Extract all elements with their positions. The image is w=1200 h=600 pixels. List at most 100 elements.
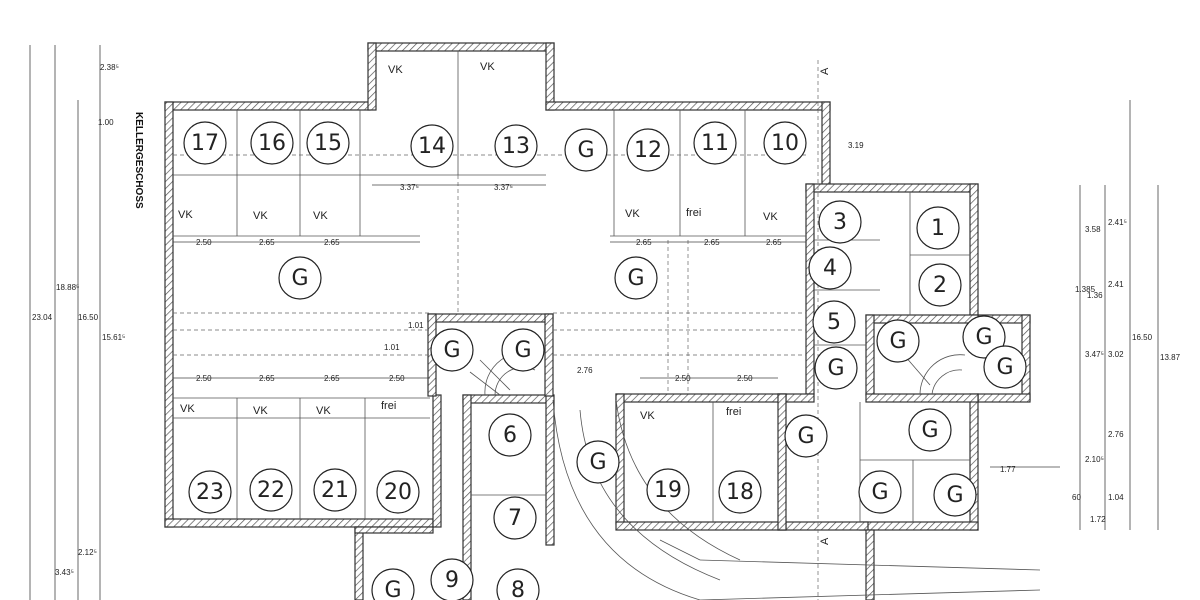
cellar-circle [376, 470, 420, 514]
cellar-marker: 8 [496, 568, 540, 600]
cellar-circle [818, 200, 862, 244]
cellar-marker: 2 [918, 263, 962, 307]
room-label: frei [381, 400, 396, 412]
cellar-circle [313, 468, 357, 512]
room-label: VK [180, 403, 195, 415]
cellar-marker: G [933, 473, 977, 517]
room-label: VK [313, 210, 328, 222]
dimension-label: 2.12⁵ [78, 548, 97, 557]
cellar-number: 2 [933, 273, 947, 298]
cellar-number: 6 [503, 423, 517, 448]
room-label: VK [640, 410, 655, 422]
dimension-label: 1.385 [1075, 285, 1096, 294]
cellar-circle [576, 440, 620, 484]
dimension-label: 1.72 [1090, 515, 1106, 524]
dimension-label: 2.10⁵ [1085, 455, 1104, 464]
cellar-circle [814, 346, 858, 390]
cellar-circle [183, 121, 227, 165]
cellar-number: 22 [257, 478, 285, 503]
dimension-label: 1.00 [98, 118, 114, 127]
cellar-circle [371, 568, 415, 600]
cellar-marker: 16 [250, 121, 294, 165]
dimension-label: 2.50 [675, 374, 691, 383]
dimension-label: 2.65 [636, 238, 652, 247]
cellar-circle [488, 413, 532, 457]
room-label: VK [253, 405, 268, 417]
cellar-number: G [921, 418, 938, 443]
cellar-number: G [797, 424, 814, 449]
dimension-label: 3.02 [1108, 350, 1124, 359]
cellar-number: G [589, 450, 606, 475]
cellar-circle [278, 256, 322, 300]
cellar-circle [306, 121, 350, 165]
cellar-number: 7 [508, 506, 522, 531]
dimension-label: 13.87 [1160, 353, 1181, 362]
dimension-label: 1.01 [384, 343, 400, 352]
cellar-circle [646, 468, 690, 512]
room-label: VK [480, 61, 495, 73]
cellar-number: 3 [833, 210, 847, 235]
cellar-number: 19 [654, 478, 682, 503]
cellar-marker: 19 [646, 468, 690, 512]
cellar-circle [908, 408, 952, 452]
dimension-label: 1.36 [1087, 291, 1103, 300]
dimension-label: 2.50 [196, 238, 212, 247]
cellar-marker: G [908, 408, 952, 452]
cellar-circle [858, 470, 902, 514]
room-label: VK [316, 405, 331, 417]
dimension-label: 3.43⁵ [55, 568, 74, 577]
dimension-label: 2.65 [259, 374, 275, 383]
cellar-circle [918, 263, 962, 307]
cellar-marker: 12 [626, 128, 670, 172]
cellar-number: 23 [196, 480, 224, 505]
dimension-label: 1.04 [1108, 493, 1124, 502]
cellar-number: 1 [931, 216, 945, 241]
cellar-marker: G [858, 470, 902, 514]
cellar-circle [430, 328, 474, 372]
cellar-circle [501, 328, 545, 372]
cellar-circle [410, 124, 454, 168]
cellar-marker: G [576, 440, 620, 484]
cellar-number: G [577, 138, 594, 163]
section-marker-label: A [819, 67, 831, 75]
cellar-circle [784, 414, 828, 458]
room-label: frei [686, 207, 701, 219]
cellar-circle [614, 256, 658, 300]
cellar-marker: 6 [488, 413, 532, 457]
cellar-number: G [627, 266, 644, 291]
cellar-circle [188, 470, 232, 514]
cellar-circle [808, 246, 852, 290]
dimension-label: 2.65 [259, 238, 275, 247]
cellar-marker: G [814, 346, 858, 390]
cellar-marker: 11 [693, 121, 737, 165]
dimension-rails [29, 45, 1159, 600]
cellar-marker: 7 [493, 496, 537, 540]
cellar-number: 10 [771, 131, 799, 156]
cellar-circle [962, 315, 1006, 359]
cellar-marker: 14 [410, 124, 454, 168]
cellar-marker: 10 [763, 121, 807, 165]
cellar-number: G [871, 480, 888, 505]
room-label: VK [625, 208, 640, 220]
cellar-number: 9 [445, 568, 459, 593]
cellar-number: 12 [634, 138, 662, 163]
cellar-marker: 3 [818, 200, 862, 244]
cellar-number: 13 [502, 134, 530, 159]
cellar-number: G [514, 338, 531, 363]
dimension-label: 2.65 [324, 374, 340, 383]
cellar-number: 16 [258, 131, 286, 156]
cellar-circle [933, 473, 977, 517]
dimension-label: 3.19 [848, 141, 864, 150]
cellar-number: G [827, 356, 844, 381]
cellar-circle [493, 496, 537, 540]
cellar-circle [626, 128, 670, 172]
dimension-label: 2.41 [1108, 280, 1124, 289]
cellar-number: 14 [418, 134, 446, 159]
cellar-number: 20 [384, 480, 412, 505]
cellar-marker: G [614, 256, 658, 300]
dimension-label: 3.47⁵ [1085, 350, 1104, 359]
cellar-circle [763, 121, 807, 165]
cellar-number: 17 [191, 131, 219, 156]
